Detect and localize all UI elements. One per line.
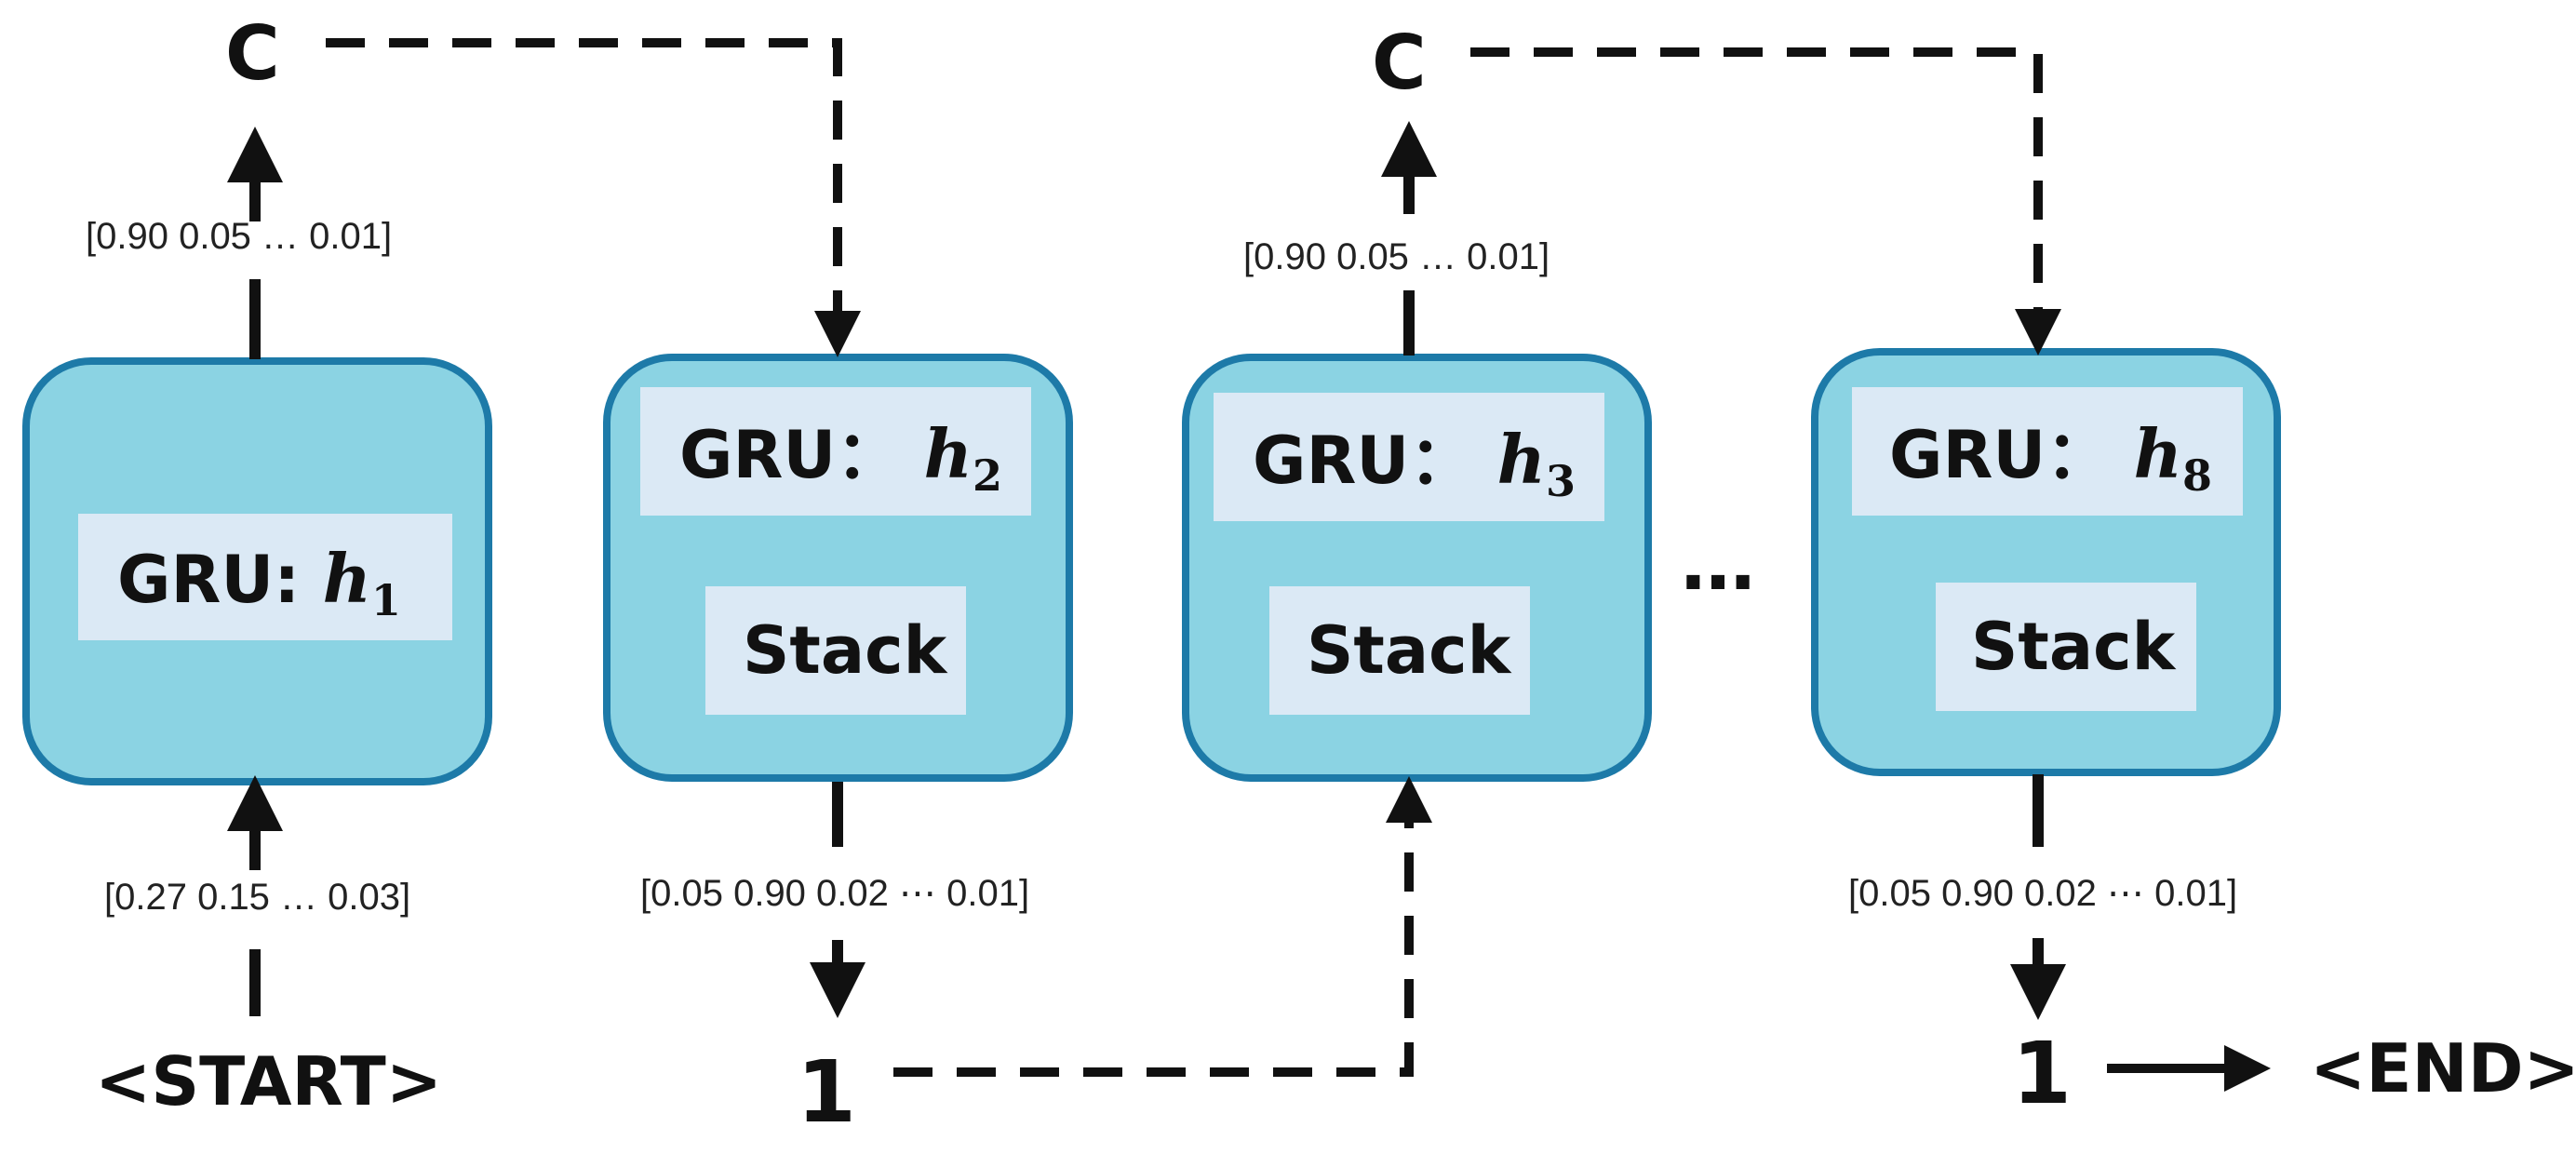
cell-h1-gru-panel (78, 514, 452, 640)
token-one-b: 1 (2012, 1024, 2073, 1123)
prob-vector-h2-out: [0.05 0.90 0.02 ⋯ 0.01] (640, 873, 1030, 914)
gru-label-h2: GRU： h2 (679, 414, 1002, 501)
start-token: <START> (95, 1042, 443, 1120)
cell-h2-stack-panel (705, 586, 966, 715)
hidden-state-index: 1 (370, 575, 401, 625)
prob-vector-h1-out: [0.90 0.05 … 0.01] (86, 216, 393, 257)
cell-h2-gru-panel (640, 387, 1031, 516)
cell-h8-stack-panel (1936, 583, 2196, 711)
cell-h3-stack-panel (1269, 586, 1530, 715)
hidden-state-var: h (322, 539, 371, 618)
output-c-1: C (225, 10, 280, 97)
prob-vector-h3-out: [0.90 0.05 … 0.01] (1243, 236, 1550, 277)
dashed-one-to-h3 (893, 776, 1432, 1077)
output-c-2: C (1372, 20, 1427, 106)
stack-label-h3: Stack (1307, 612, 1511, 689)
ellipsis: … (1681, 520, 1755, 607)
end-token: <END> (2310, 1029, 2576, 1107)
hidden-state-index: 8 (2181, 450, 2212, 501)
gru-label-h3: GRU： h3 (1253, 420, 1576, 506)
dashed-c-to-h8 (1470, 47, 2061, 356)
token-one-a: 1 (797, 1042, 857, 1142)
cell-h8-gru-panel (1852, 387, 2243, 516)
gru-label-h1: GRU: h1 (117, 539, 401, 625)
stack-label-h8: Stack (1971, 609, 2176, 685)
hidden-state-index: 3 (1545, 456, 1576, 506)
prob-vector-h8-out: [0.05 0.90 0.02 ⋯ 0.01] (1848, 873, 2238, 914)
gru-label-h8: GRU： h8 (1889, 414, 2212, 501)
cell-h3-gru-panel (1214, 393, 1604, 521)
hidden-state-var: h (923, 414, 973, 493)
hidden-state-var: h (2133, 414, 2182, 493)
hidden-state-index: 2 (972, 450, 1002, 501)
stack-label-h2: Stack (743, 612, 947, 689)
prob-vector-h1-in: [0.27 0.15 … 0.03] (104, 877, 411, 918)
hidden-state-var: h (1496, 420, 1546, 499)
dashed-c-to-h2 (326, 38, 861, 357)
